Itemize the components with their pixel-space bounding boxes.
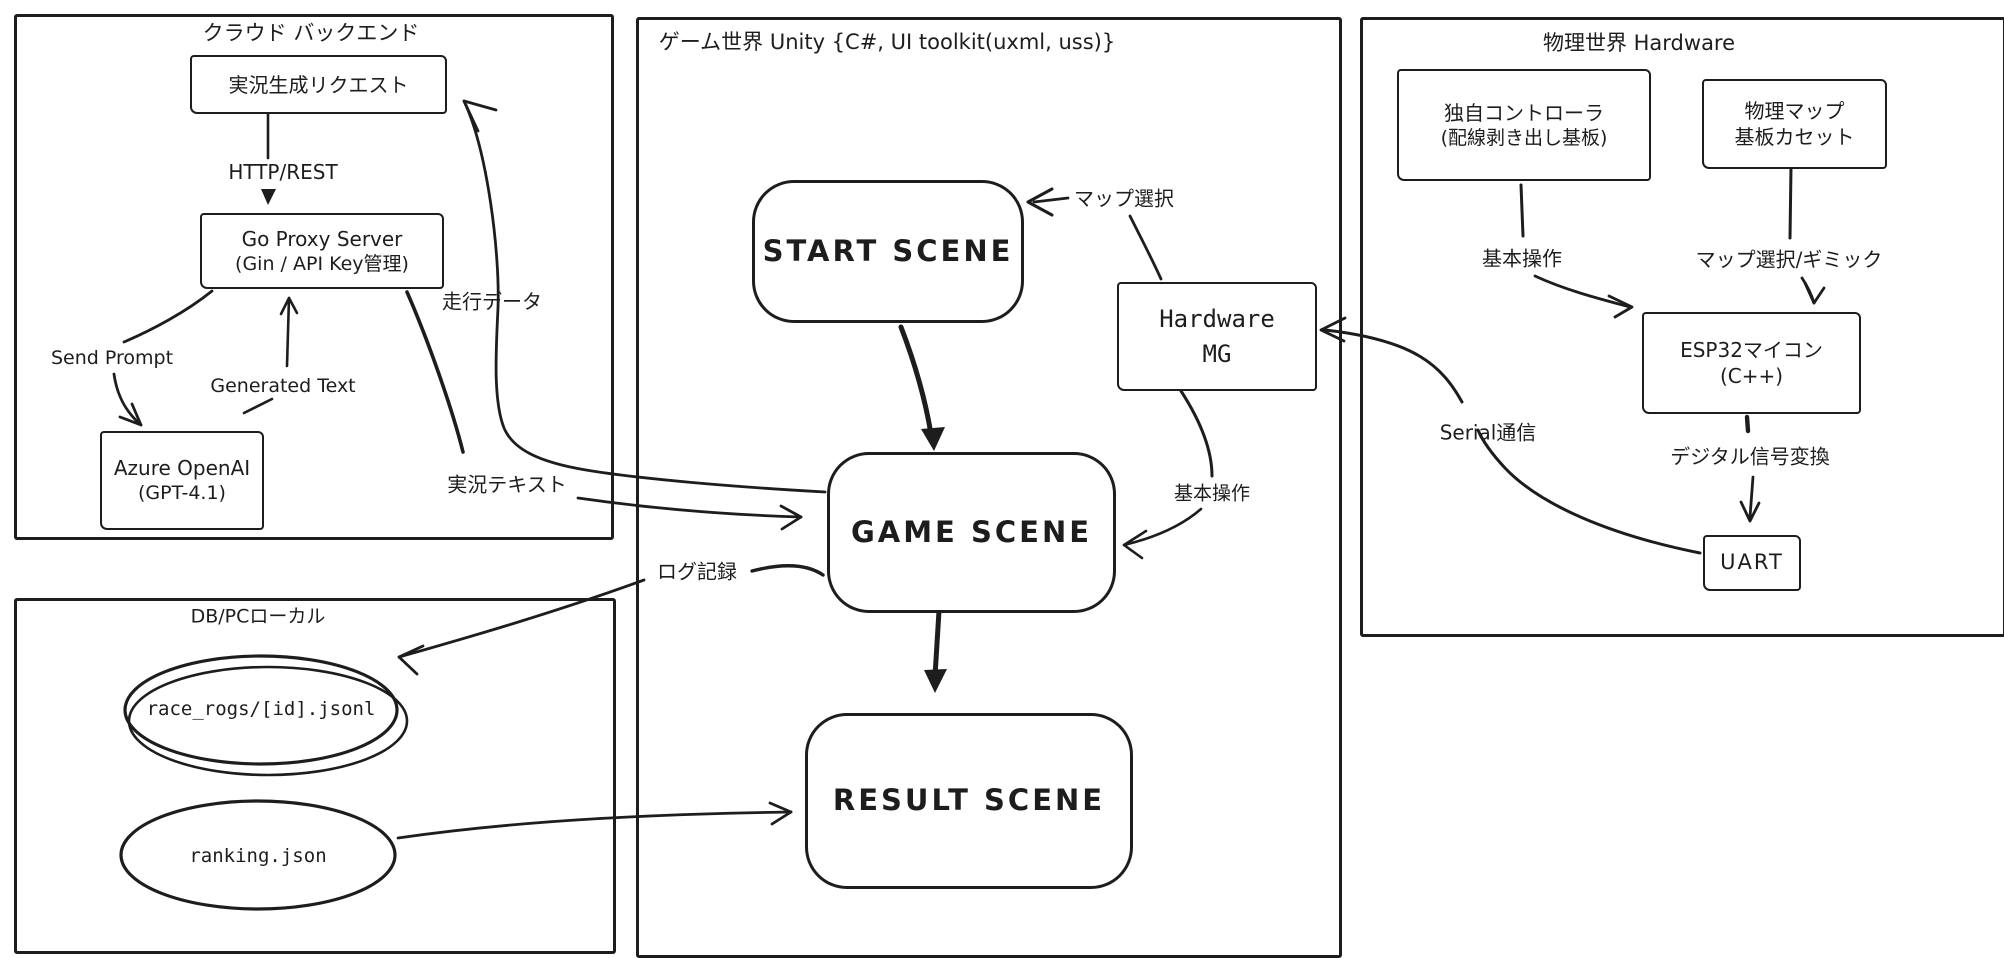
arrow-start-to-game xyxy=(898,324,934,437)
arrow-commentary-head xyxy=(779,504,803,531)
custom-controller-node: 独自コントローラ (配線剥き出し基板) xyxy=(1397,69,1651,181)
result-scene-node: RESULT SCENE xyxy=(805,713,1133,889)
esp32-node: ESP32マイコン (C++) xyxy=(1642,312,1861,414)
race-log-ellipse xyxy=(123,654,399,766)
arrow-generated-text-tick xyxy=(242,397,274,415)
custom-controller-line1: 独自コントローラ xyxy=(1444,100,1604,125)
ranking-ellipse xyxy=(119,799,397,911)
arrow-ranking-result-head xyxy=(768,801,793,826)
send-prompt-label: Send Prompt xyxy=(50,347,174,369)
commentary-request-node: 実況生成リクエスト xyxy=(190,55,447,114)
serial-comm-label: Serial通信 xyxy=(1439,420,1537,445)
basic-ops-hw-label: 基本操作 xyxy=(1482,246,1562,271)
basic-ops-unity-label: 基本操作 xyxy=(1173,482,1251,505)
arrow-send-prompt-head xyxy=(118,402,143,427)
map-gimmick-label: マップ選択/ギミック xyxy=(1695,247,1883,272)
uart-node: UART xyxy=(1703,535,1801,591)
go-proxy-line1: Go Proxy Server xyxy=(241,226,403,251)
custom-controller-line2: (配線剥き出し基板) xyxy=(1440,126,1608,149)
game-scene-label: GAME SCENE xyxy=(850,514,1093,549)
http-rest-label: HTTP/REST xyxy=(228,160,338,184)
cloud-backend-title: クラウド バックエンド xyxy=(202,21,420,45)
arrow-basic-ops-game-head xyxy=(1122,529,1148,560)
db-local-title: DB/PCローカル xyxy=(190,605,326,628)
arrow-http-rest-head xyxy=(261,189,276,205)
map-select-label: マップ選択 xyxy=(1074,186,1174,211)
arrow-map-select-head xyxy=(1026,187,1054,217)
esp32-line2: (C++) xyxy=(1719,364,1784,388)
cloud-backend-box xyxy=(14,14,614,540)
line-map-select-hwmg xyxy=(1128,214,1163,281)
line-hwmg-basic-ops xyxy=(1179,389,1214,478)
arrow-log-record-head xyxy=(397,644,425,676)
arrow-serial-seg2 xyxy=(1323,328,1464,404)
arrow-log-record xyxy=(397,578,646,659)
arrow-basic-esp32 xyxy=(1533,274,1632,309)
log-dash xyxy=(750,564,825,577)
hardware-mg-line1: Hardware xyxy=(1159,304,1275,333)
hardware-world-title: 物理世界 Hardware xyxy=(1542,31,1736,55)
arrow-commentary-seg2 xyxy=(576,496,803,519)
commentary-request-label: 実況生成リクエスト xyxy=(228,72,409,97)
line-controller-basic xyxy=(1519,183,1525,238)
arrow-serial-seg1 xyxy=(1476,428,1702,555)
generated-text-label: Generated Text xyxy=(210,375,356,397)
commentary-text-label: 実況テキスト xyxy=(447,472,567,497)
db-local-box xyxy=(14,598,616,954)
arrow-digital-uart xyxy=(1748,475,1755,519)
arrow-basic-ops-game xyxy=(1122,507,1203,547)
azure-line1: Azure OpenAI xyxy=(113,456,251,481)
start-scene-label: START SCENE xyxy=(762,233,1014,268)
arrow-gimmick-esp32-head xyxy=(1803,281,1826,305)
run-data-label: 走行データ xyxy=(442,289,542,314)
map-board-line2: 基板カセット xyxy=(1734,125,1855,149)
unity-world-title: ゲーム世界 Unity {C#, UI toolkit(uxml, uss)} xyxy=(658,30,1116,54)
arrow-run-data-head xyxy=(462,99,498,133)
tick-esp32-digital xyxy=(1744,414,1751,434)
arrow-ranking-result xyxy=(396,810,793,840)
arrow-run-data-curve xyxy=(462,99,827,494)
arrow-send-prompt-seg2 xyxy=(112,372,143,427)
arrow-generated-text-head xyxy=(279,296,299,316)
uart-label: UART xyxy=(1720,550,1784,575)
arrow-basic-esp32-head xyxy=(1607,294,1634,319)
arrow-digital-uart-head xyxy=(1739,500,1761,523)
line-mapboard-gimmick xyxy=(1788,165,1793,240)
arrow-send-prompt-seg1 xyxy=(122,289,214,344)
esp32-line1: ESP32マイコン xyxy=(1680,338,1823,362)
result-scene-label: RESULT SCENE xyxy=(832,783,1106,818)
game-scene-node: GAME SCENE xyxy=(827,452,1116,613)
hardware-mg-line2: MG xyxy=(1202,339,1232,368)
arrow-start-to-game-head xyxy=(921,427,945,451)
digital-conversion-label: デジタル信号変換 xyxy=(1670,444,1830,469)
ranking-label: ranking.json xyxy=(189,845,327,867)
arrow-generated-text-line xyxy=(285,296,291,368)
go-proxy-node: Go Proxy Server (Gin / API Key管理) xyxy=(200,213,444,289)
map-board-line1: 物理マップ xyxy=(1744,99,1845,123)
start-scene-node: START SCENE xyxy=(752,180,1024,323)
go-proxy-line2: (Gin / API Key管理) xyxy=(235,252,409,275)
arrow-commentary-seg1 xyxy=(405,290,465,454)
arrow-game-to-result-head xyxy=(924,669,947,693)
race-log-label: race_rogs/[id].jsonl xyxy=(146,698,376,720)
log-record-label: ログ記録 xyxy=(657,559,737,584)
arrow-map-select-line xyxy=(1032,196,1070,204)
unity-world-box xyxy=(636,17,1342,958)
azure-openai-node: Azure OpenAI (GPT-4.1) xyxy=(100,431,264,530)
arrow-game-to-result xyxy=(932,608,942,679)
hardware-mg-node: Hardware MG xyxy=(1117,282,1317,391)
map-board-node: 物理マップ 基板カセット xyxy=(1702,79,1887,169)
azure-line2: (GPT-4.1) xyxy=(138,482,226,505)
